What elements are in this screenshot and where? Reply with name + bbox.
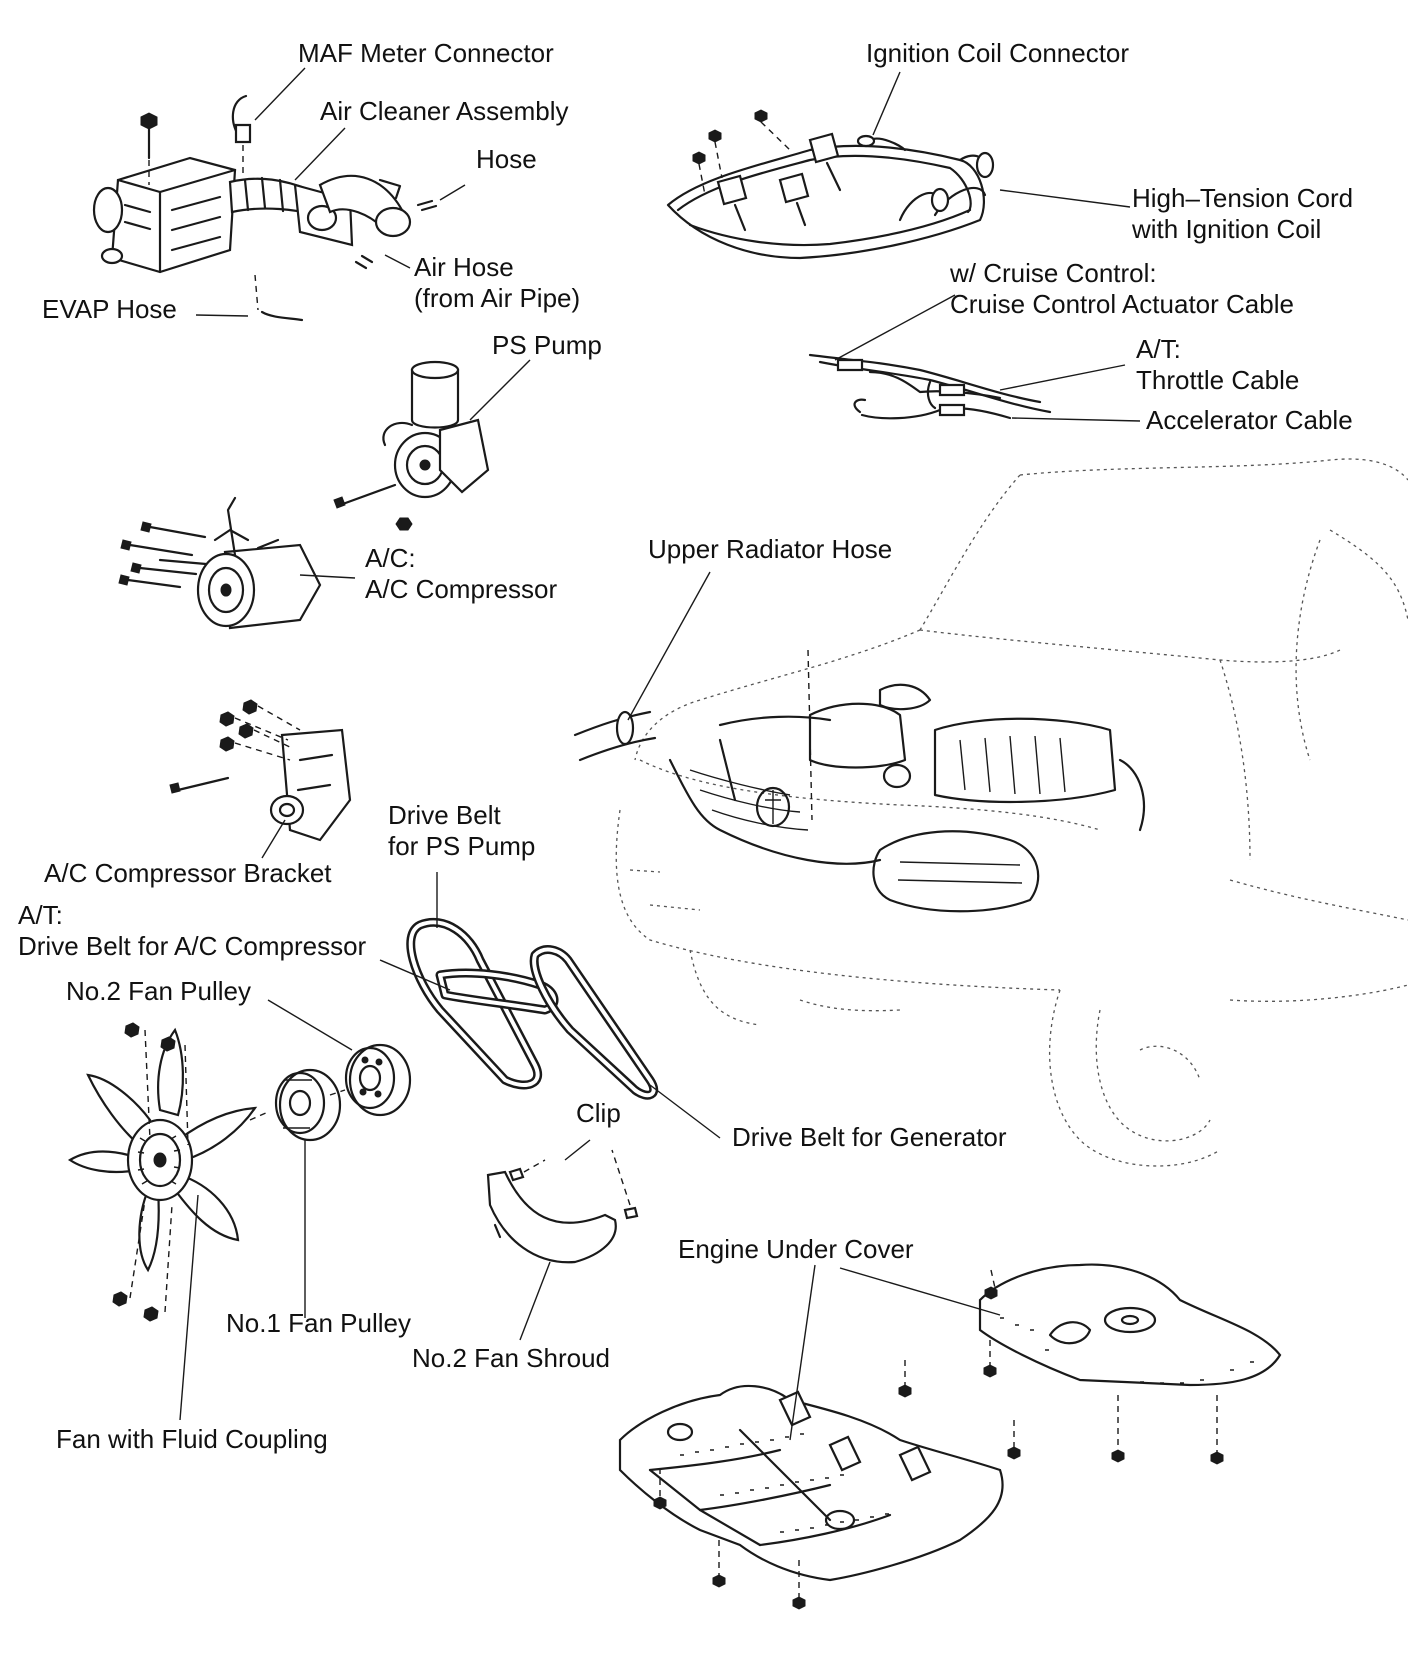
no2-fan-shroud-drawing — [486, 1149, 639, 1264]
label-throttle-cable-line2: Throttle Cable — [1136, 365, 1300, 395]
label-throttle-cable-line1: A/T: — [1136, 334, 1181, 364]
air-cleaner-assembly-drawing — [92, 94, 438, 322]
label-high-tension-cord: High–Tension Cord with Ignition Coil — [1132, 183, 1353, 245]
label-drive-belt-for-generator: Drive Belt for Generator — [732, 1122, 1007, 1152]
truck-front-outline — [615, 458, 1408, 1167]
label-air-cleaner-assembly: Air Cleaner Assembly — [320, 96, 569, 126]
label-cruise-control-actuator-cable: w/ Cruise Control: Cruise Control Actuat… — [950, 258, 1294, 320]
label-high-tension-cord-line1: High–Tension Cord — [1132, 183, 1354, 213]
label-hose: Hose — [476, 144, 537, 174]
label-drive-belt-for-ac-compressor: A/T: Drive Belt for A/C Compressor — [18, 900, 366, 962]
label-drive-belt-ac-line1: A/T: — [18, 900, 63, 930]
ac-compressor-bracket-drawing — [169, 699, 352, 842]
ps-pump-drawing — [333, 360, 490, 531]
label-ac-compressor-bracket: A/C Compressor Bracket — [44, 858, 332, 888]
label-cruise-control-line2: Cruise Control Actuator Cable — [950, 289, 1294, 319]
upper-radiator-hose-drawing — [573, 710, 657, 762]
label-no2-fan-shroud: No.2 Fan Shroud — [412, 1343, 611, 1373]
label-ac-compressor-line1: A/C: — [365, 543, 416, 573]
label-drive-belt-ac-line2: Drive Belt for A/C Compressor — [18, 931, 367, 961]
label-fan-with-fluid-coupling: Fan with Fluid Coupling — [56, 1424, 328, 1454]
label-high-tension-cord-line2: with Ignition Coil — [1132, 214, 1322, 244]
label-drive-belt-for-ps-pump: Drive Belt for PS Pump — [388, 800, 535, 862]
label-drive-belt-ps-line2: for PS Pump — [388, 831, 536, 861]
label-ac-compressor-line2: A/C Compressor — [365, 574, 558, 604]
label-air-hose-line1: Air Hose — [414, 252, 514, 282]
fan-with-fluid-coupling-drawing — [67, 1022, 258, 1322]
label-engine-under-cover: Engine Under Cover — [678, 1234, 914, 1264]
label-no2-fan-pulley: No.2 Fan Pulley — [66, 976, 251, 1006]
label-drive-belt-ps-line1: Drive Belt — [388, 800, 501, 830]
label-cruise-control-line1: w/ Cruise Control: — [950, 258, 1157, 288]
label-accelerator-cable: Accelerator Cable — [1146, 405, 1353, 435]
label-clip: Clip — [576, 1098, 621, 1128]
label-air-hose-line2: (from Air Pipe) — [414, 283, 581, 313]
label-no1-fan-pulley: No.1 Fan Pulley — [226, 1308, 411, 1338]
label-upper-radiator-hose: Upper Radiator Hose — [648, 534, 893, 564]
ignition-coils-drawing — [666, 109, 995, 260]
label-evap-hose: EVAP Hose — [42, 294, 177, 324]
label-ps-pump: PS Pump — [492, 330, 602, 360]
ac-compressor-drawing — [118, 496, 322, 630]
fan-pulleys-drawing — [249, 1043, 412, 1142]
label-air-hose: Air Hose (from Air Pipe) — [414, 252, 580, 314]
label-ignition-coil-connector: Ignition Coil Connector — [866, 38, 1130, 68]
drive-belts-drawing — [406, 917, 659, 1100]
label-maf-meter-connector: MAF Meter Connector — [298, 38, 554, 68]
throttle-cables-drawing — [808, 353, 1052, 420]
label-ac-compressor: A/C: A/C Compressor — [365, 543, 557, 605]
label-throttle-cable: A/T: Throttle Cable — [1136, 334, 1299, 396]
engine-under-cover-drawing — [618, 1263, 1282, 1610]
leader-lines — [179, 67, 1141, 1441]
